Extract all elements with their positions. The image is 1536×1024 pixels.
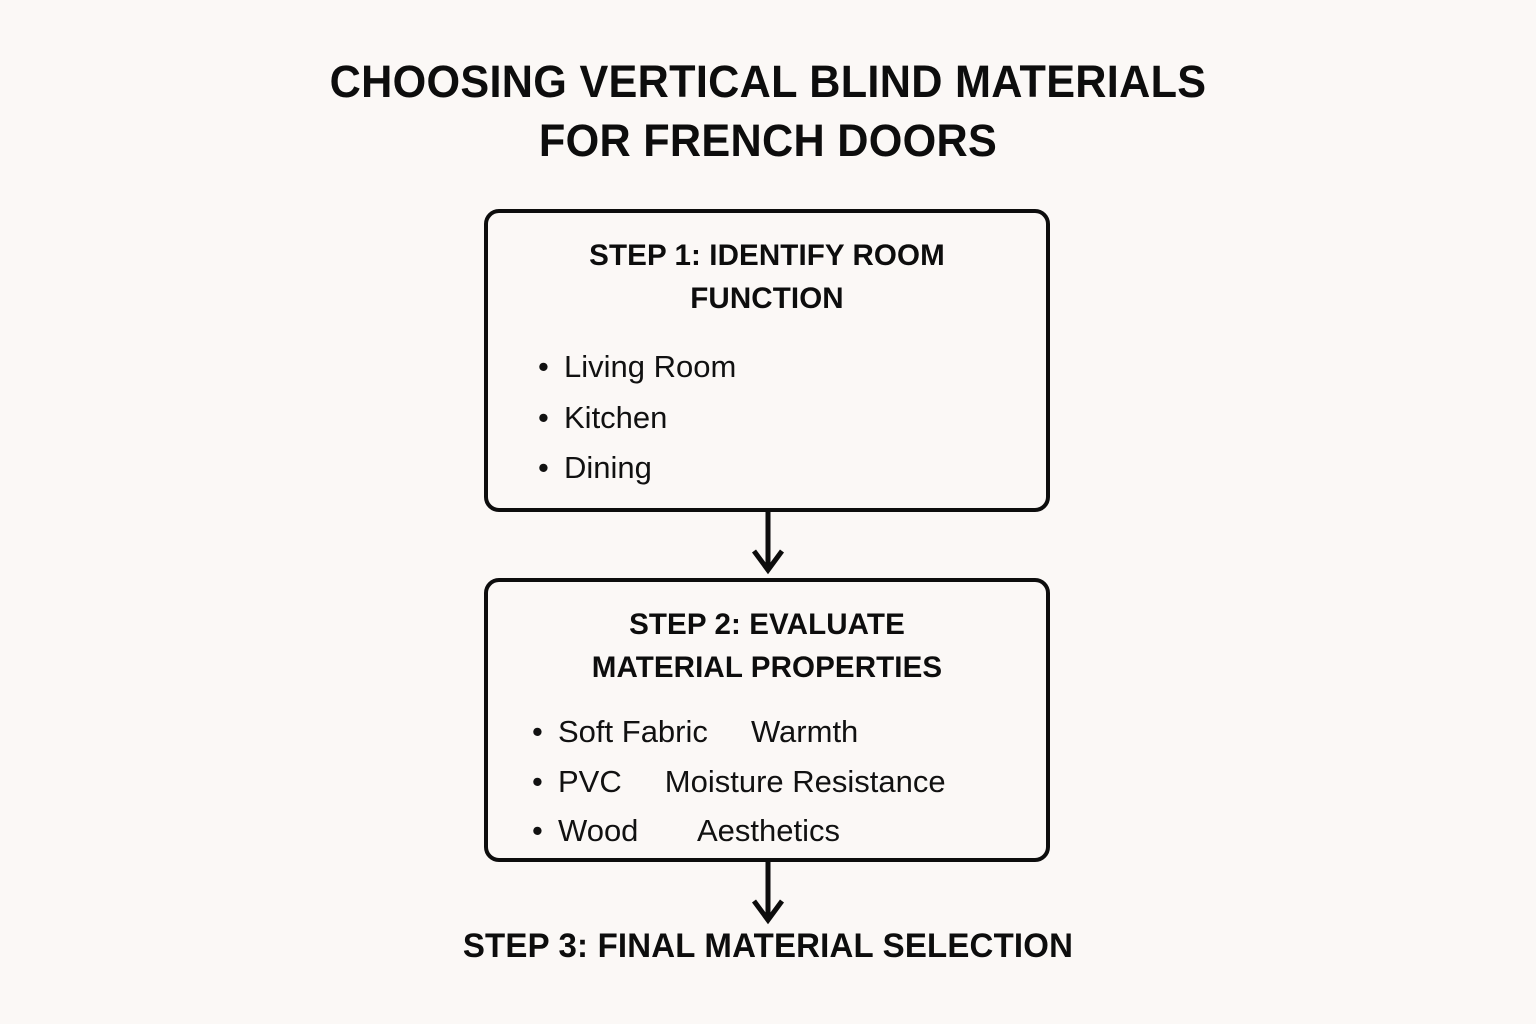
bullet-icon: • xyxy=(532,714,543,750)
bullet-icon: • xyxy=(538,450,549,486)
step-2-list: • Soft Fabric Warmth • PVC Moisture Resist… xyxy=(514,707,1020,856)
step-2-heading: STEP 2: EVALUATE MATERIAL PROPERTIES xyxy=(591,608,943,684)
list-item-label: Kitchen xyxy=(564,399,668,435)
bullet-icon: • xyxy=(538,349,549,385)
list-item: • PVC Moisture Resistance xyxy=(532,757,1020,807)
bullet-icon: • xyxy=(532,813,543,849)
page-title: CHOOSING VERTICAL BLIND MATERIALS FOR FR… xyxy=(329,56,1207,167)
arrow-down-icon xyxy=(748,512,788,578)
list-item: • Wood Aesthetics xyxy=(532,806,1020,856)
list-item-label: Soft Fabric Warmth xyxy=(558,714,859,750)
flow-step-box-2: STEP 2: EVALUATE MATERIAL PROPERTIES • So… xyxy=(484,578,1050,862)
list-item-label: Wood Aesthetics xyxy=(558,813,841,849)
flow-step-label-3: STEP 3: FINAL MATERIAL SELECTION xyxy=(462,927,1074,965)
list-item-label: PVC Moisture Resistance xyxy=(558,763,946,799)
list-item-label: Living Room xyxy=(564,349,737,385)
arrow-down-icon xyxy=(748,862,788,928)
list-item: • Living Room xyxy=(538,342,1020,393)
step-1-heading: STEP 1: IDENTIFY ROOM FUNCTION xyxy=(589,239,945,315)
flow-step-box-1: STEP 1: IDENTIFY ROOM FUNCTION • Living R… xyxy=(484,209,1050,512)
step-1-list: • Living Room • Kitchen • Dining xyxy=(514,342,1020,494)
list-item: • Kitchen xyxy=(538,393,1020,444)
list-item: • Dining xyxy=(538,443,1020,494)
list-item: • Soft Fabric Warmth xyxy=(532,707,1020,757)
bullet-icon: • xyxy=(532,763,543,799)
list-item-label: Dining xyxy=(564,450,652,486)
bullet-icon: • xyxy=(538,399,549,435)
